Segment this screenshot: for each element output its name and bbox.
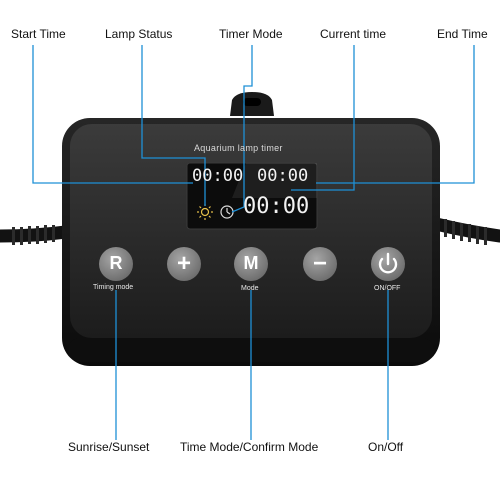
- button-m-glyph: M: [243, 253, 259, 273]
- label-sunrise-sunset: Sunrise/Sunset: [68, 440, 150, 454]
- button-power-caption: ON/OFF: [374, 285, 401, 292]
- label-on-off: On/Off: [368, 440, 404, 454]
- label-current-time: Current time: [320, 27, 387, 41]
- left-cable: [0, 225, 73, 245]
- right-cable: [429, 217, 500, 245]
- button-plus-glyph: +: [176, 250, 191, 277]
- leader-lamp-status: [141, 45, 206, 206]
- leader-timer-mode: [231, 45, 253, 213]
- button-m-caption: Mode: [241, 285, 259, 292]
- leader-current-time: [291, 45, 355, 191]
- button-m[interactable]: [234, 247, 268, 281]
- leader-start-time: [32, 45, 193, 184]
- label-end-time: End Time: [437, 27, 488, 41]
- hanger-hole: [243, 98, 261, 106]
- lcd-glare: [232, 163, 317, 198]
- button-r-glyph: R: [109, 253, 123, 273]
- button-r-caption: Timing mode: [93, 284, 134, 291]
- panel-title: Aquarium lamp timer: [194, 143, 283, 153]
- leader-end-time: [316, 45, 475, 184]
- button-minus-glyph: −: [312, 250, 327, 277]
- device-face: [70, 124, 432, 338]
- leader-lines: [32, 45, 475, 440]
- label-timer-mode: Timer Mode: [219, 27, 283, 41]
- display-top-right: 00:00: [257, 166, 309, 186]
- label-start-time: Start Time: [11, 27, 66, 41]
- button-r[interactable]: [99, 247, 133, 281]
- label-time-mode-confirm: Time Mode/Confirm Mode: [180, 440, 319, 454]
- display-bottom: 00:00: [243, 194, 310, 219]
- button-minus[interactable]: [303, 247, 337, 281]
- label-lamp-status: Lamp Status: [105, 27, 173, 41]
- power-icon: [378, 252, 398, 274]
- lcd-display: [186, 162, 318, 230]
- display-top-left: 00:00: [192, 166, 244, 186]
- button-plus[interactable]: [167, 247, 201, 281]
